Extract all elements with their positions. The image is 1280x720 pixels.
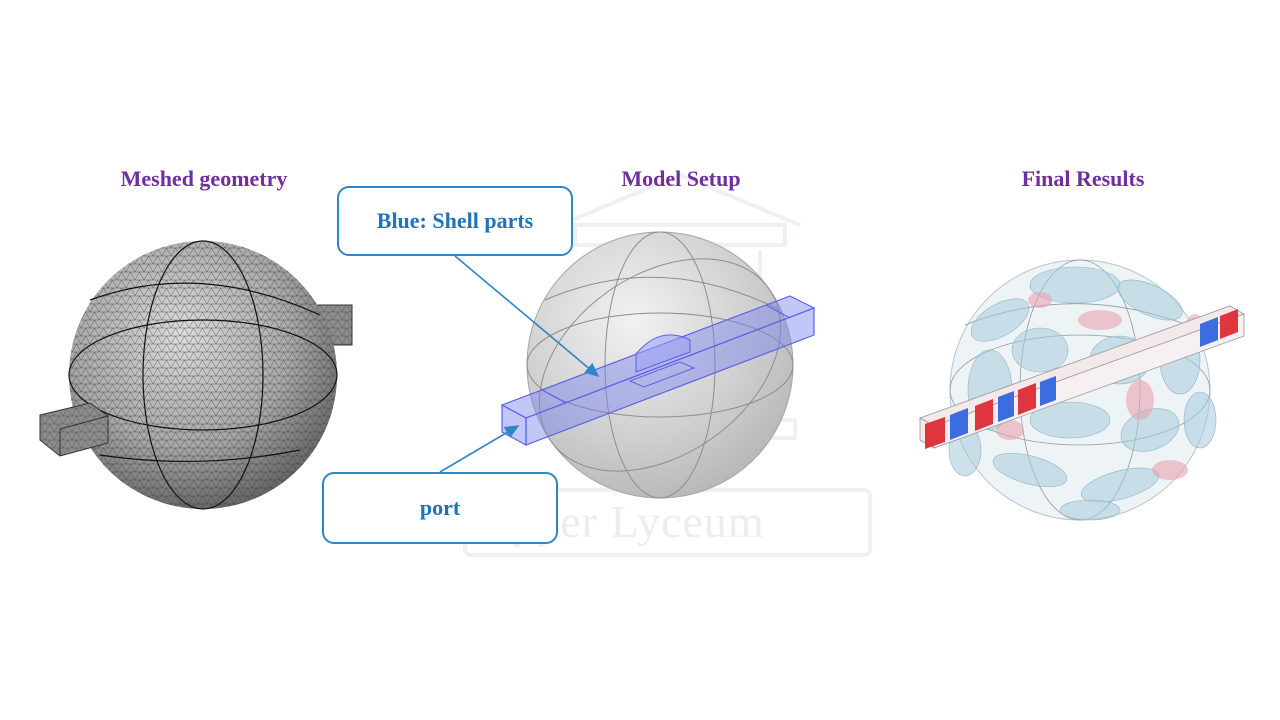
results-waveguide — [919, 305, 1245, 449]
callout-shell-parts: Blue: Shell parts — [337, 186, 573, 256]
port-callout-arrow — [439, 425, 520, 473]
shell-callout-arrow — [454, 255, 600, 378]
title-meshed-geometry: Meshed geometry — [120, 166, 288, 191]
title-model-setup: Model Setup — [621, 166, 741, 191]
title-final-results: Final Results — [1021, 166, 1145, 191]
results-field-figure — [919, 259, 1245, 521]
meshed-sphere-figure — [39, 240, 353, 510]
setup-sphere-figure — [500, 231, 816, 499]
callout-port: port — [322, 472, 558, 544]
shell-dome — [635, 334, 691, 373]
